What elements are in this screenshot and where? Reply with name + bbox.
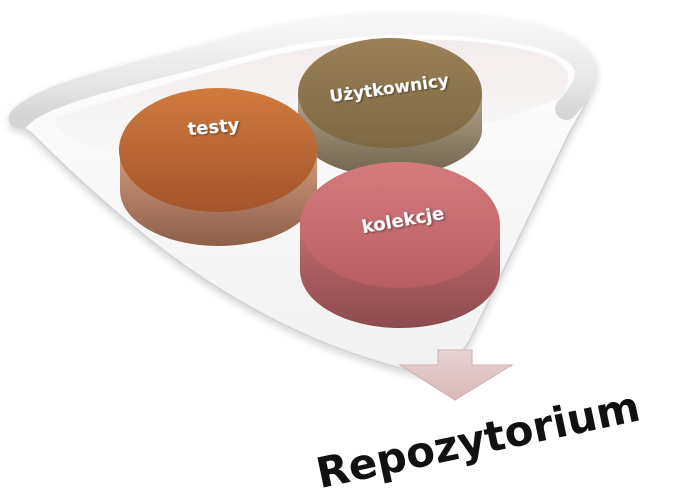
funnel-rim — [9, 12, 598, 129]
disk-testy-label: testy — [187, 115, 241, 140]
disk-testy-top — [119, 88, 317, 212]
disk-uzytkownicy: Użytkownicy — [298, 38, 482, 177]
disk-uzytkownicy-top — [298, 38, 482, 148]
disk-kolekcje-top — [300, 162, 500, 288]
disk-testy: testy — [119, 88, 317, 246]
repository-label: Repozytorium — [312, 382, 644, 497]
disk-kolekcje: kolekcje — [300, 162, 500, 328]
arrow-shape — [398, 349, 514, 401]
output-arrow — [398, 349, 514, 401]
